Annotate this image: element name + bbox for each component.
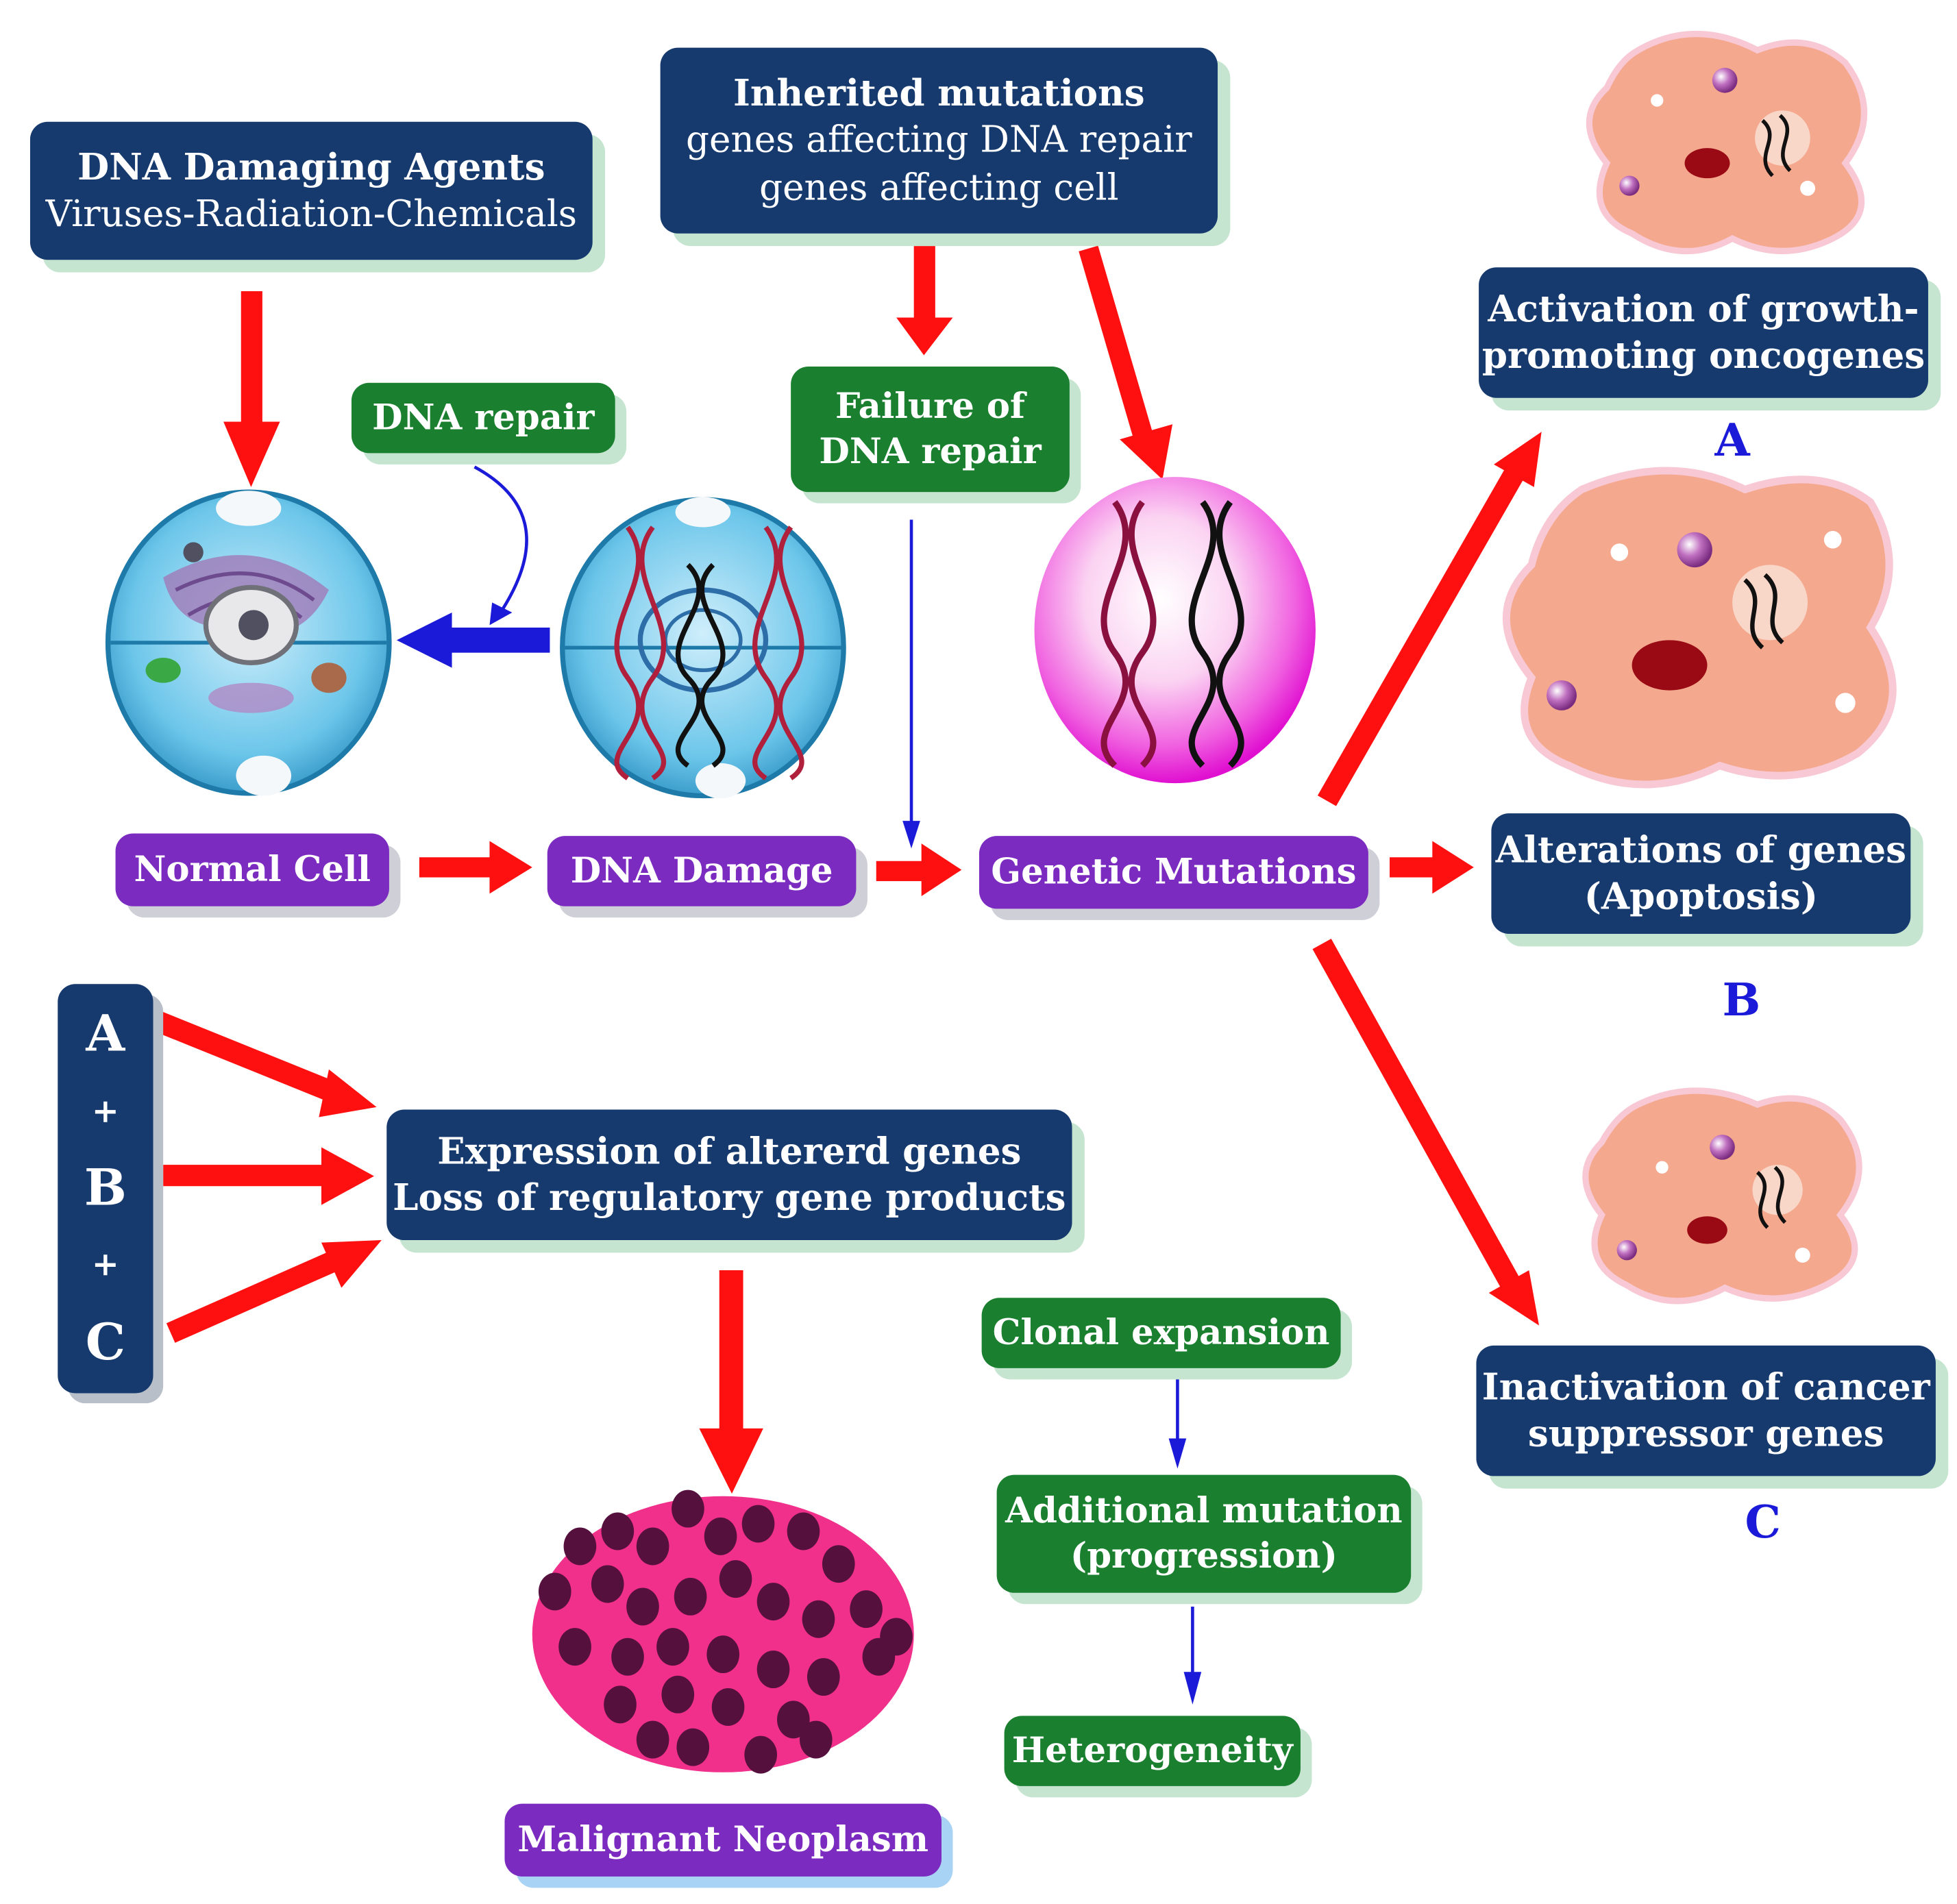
heterogeneity-label: Heterogeneity: [1011, 1729, 1293, 1772]
combo-a: A: [86, 1004, 125, 1064]
outcome-a-box: Activation of growth- promoting oncogene…: [1479, 267, 1928, 398]
outcome-b-line2: (Apoptosis): [1584, 874, 1818, 918]
arrow-agents-to-normal-cell: [223, 291, 280, 487]
failure-repair-line1: Failure of: [835, 385, 1025, 428]
mutation-cell-illustration: [1034, 477, 1316, 784]
malignant-neoplasm-label: Malignant Neoplasm: [517, 1818, 929, 1861]
arrow-inherited-to-mutation-cell: [1079, 245, 1173, 480]
clonal-expansion-box: Clonal expansion: [981, 1298, 1341, 1368]
heterogeneity-box: Heterogeneity: [1004, 1716, 1301, 1786]
additional-line2: (progression): [1070, 1535, 1338, 1577]
outcome-a-line2: promoting oncogenes: [1481, 334, 1925, 377]
abc-combination-box: A + B + C: [58, 984, 153, 1394]
malignant-neoplasm-illustration: [532, 1489, 914, 1774]
expression-box: Expression of altererd genes Loss of reg…: [386, 1109, 1072, 1241]
arrow-mutations-to-a: [1317, 432, 1542, 806]
expression-line1: Expression of altererd genes: [437, 1129, 1022, 1172]
inherited-title: Inherited mutations: [733, 72, 1145, 115]
arrow-dna-repair-curve: [473, 465, 528, 626]
additional-line1: Additional mutation: [1005, 1489, 1403, 1532]
combo-b: B: [84, 1158, 127, 1217]
outcome-c-box: Inactivation of cancer suppressor genes: [1476, 1345, 1936, 1476]
arrow-additional-to-heterogeneity: [1183, 1606, 1202, 1705]
combo-plus-2: +: [91, 1246, 119, 1285]
damaging-agents-subtitle: Viruses-Radiation-Chemicals: [45, 192, 578, 235]
arrow-failure-to-mutations: [902, 519, 920, 849]
normal-cell-label: Normal Cell: [134, 848, 371, 891]
inherited-mutations-box: Inherited mutations genes affecting DNA …: [660, 47, 1218, 234]
inherited-line1: genes affecting DNA repair: [686, 119, 1192, 162]
normal-cell-illustration: [105, 489, 392, 796]
outcome-b-letter: B: [1722, 974, 1761, 1027]
failure-repair-box: Failure of DNA repair: [791, 366, 1070, 493]
arrow-combo-b-to-expression: [163, 1147, 374, 1205]
dna-repair-box: DNA repair: [351, 382, 615, 454]
cancer-cell-b-illustration: [1503, 467, 1897, 789]
failure-repair-line2: DNA repair: [819, 430, 1042, 472]
damaging-agents-box: DNA Damaging Agents Viruses-Radiation-Ch…: [29, 121, 593, 260]
malignant-neoplasm-label-box: Malignant Neoplasm: [504, 1803, 941, 1877]
additional-mutation-box: Additional mutation (progression): [996, 1474, 1412, 1593]
outcome-c-line2: suppressor genes: [1527, 1412, 1884, 1455]
arrow-clonal-to-additional: [1168, 1378, 1187, 1469]
damaging-agents-title: DNA Damaging Agents: [77, 145, 545, 188]
arrow-mutations-to-b: [1390, 841, 1474, 894]
outcome-b-box: Alterations of genes (Apoptosis): [1491, 813, 1911, 935]
dna-damage-label-box: DNA Damage: [547, 836, 857, 906]
arrow-repair-to-normal-cell: [396, 613, 550, 668]
cancer-cell-a-illustration: [1586, 30, 1868, 255]
arrow-damage-to-mutations: [876, 843, 962, 897]
arrow-normal-to-damage: [419, 841, 532, 894]
arrow-combo-c-to-expression: [166, 1240, 382, 1343]
arrow-combo-a-to-expression: [151, 1010, 377, 1117]
cancer-cell-c-illustration: [1582, 1087, 1862, 1305]
arrow-mutations-to-c: [1312, 939, 1540, 1326]
outcome-a-line1: Activation of growth-: [1488, 287, 1919, 330]
dna-damage-label: DNA Damage: [570, 850, 833, 891]
genetic-mutations-label-box: Genetic Mutations: [978, 836, 1368, 909]
combo-plus-1: +: [91, 1092, 119, 1130]
outcome-c-letter: C: [1745, 1496, 1781, 1549]
arrow-inherited-to-failure: [896, 246, 953, 356]
expression-line2: Loss of regulatory gene products: [393, 1176, 1066, 1219]
inherited-line2: genes affecting cell: [759, 164, 1119, 208]
dna-repair-label: DNA repair: [372, 397, 595, 438]
clonal-expansion-label: Clonal expansion: [992, 1311, 1330, 1354]
dna-damage-cell-illustration: [560, 497, 846, 799]
genetic-mutations-label: Genetic Mutations: [991, 851, 1357, 893]
outcome-c-line1: Inactivation of cancer: [1481, 1365, 1930, 1409]
outcome-a-letter: A: [1714, 414, 1750, 467]
normal-cell-label-box: Normal Cell: [115, 833, 389, 906]
arrow-expression-to-neoplasm: [699, 1270, 763, 1494]
outcome-b-line1: Alterations of genes: [1495, 828, 1907, 871]
combo-c: C: [85, 1312, 126, 1372]
